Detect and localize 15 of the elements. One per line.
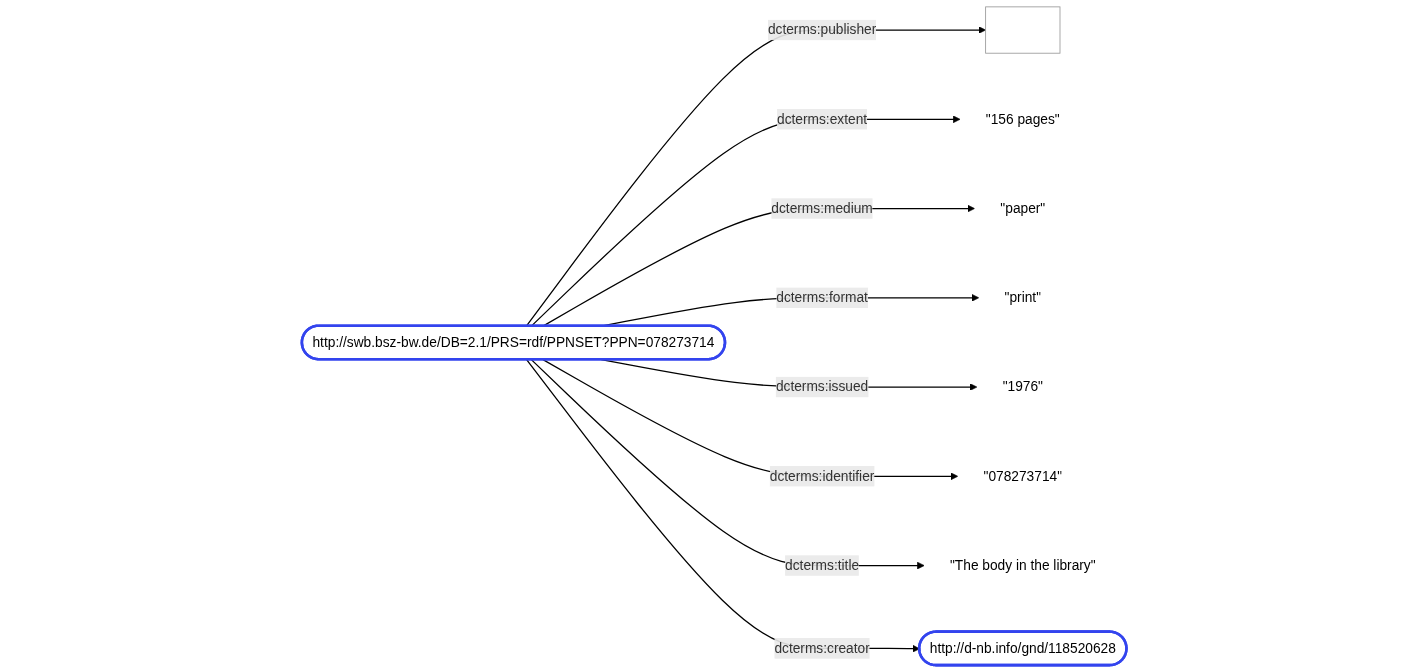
edge-label: dcterms:creator [774,640,870,656]
node-box [985,6,1061,54]
edge-label: dcterms:extent [776,111,867,127]
node-text: "paper" [1000,200,1046,216]
edge-label: dcterms:title [784,557,859,573]
edge-label: dcterms:format [776,290,868,305]
edge-label: dcterms:identifier [769,468,875,484]
node-text: "1976" [1002,379,1043,394]
edge-label: dcterms:publisher [767,22,877,37]
edge-label: dcterms:medium [771,200,873,216]
node-text: "156 pages" [985,111,1060,127]
edge-label: dcterms:issued [775,379,869,394]
node-text: "print" [1004,290,1041,305]
node-text: "078273714" [983,468,1062,484]
node-text: "The body in the library" [949,557,1096,573]
